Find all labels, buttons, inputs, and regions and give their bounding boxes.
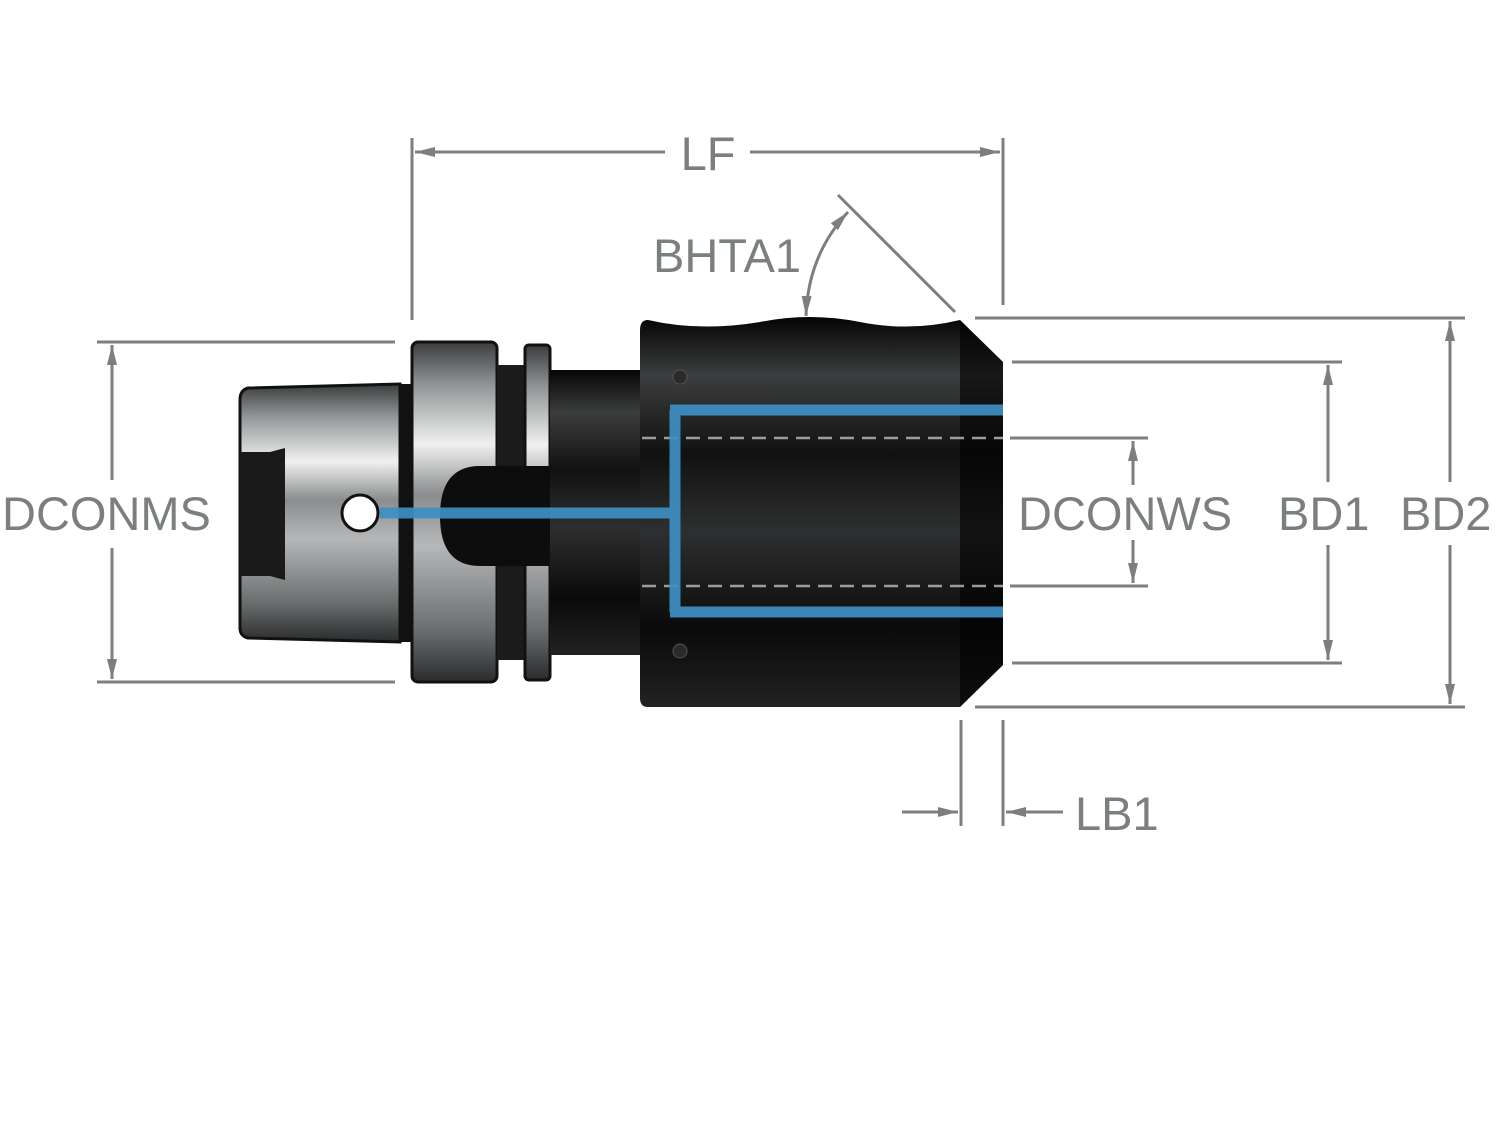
main-body xyxy=(640,317,1003,707)
dimension-dconms: DCONMS xyxy=(2,340,395,684)
coolant-hole xyxy=(340,493,380,533)
screw-icon xyxy=(672,643,688,659)
dimension-lf: LF xyxy=(410,127,1005,320)
label-dconms: DCONMS xyxy=(2,487,211,540)
dimension-bd1: BD1 xyxy=(1012,360,1369,665)
label-bhta1: BHTA1 xyxy=(653,229,801,282)
label-bd1: BD1 xyxy=(1278,487,1369,540)
dimension-lb1: LB1 xyxy=(902,720,1159,840)
label-bd2: BD2 xyxy=(1400,487,1491,540)
screw-icon xyxy=(672,369,688,385)
dimension-bhta1: BHTA1 xyxy=(653,193,957,317)
dimension-bd2: BD2 xyxy=(975,316,1491,709)
coolant-channel xyxy=(380,404,1003,618)
label-lf: LF xyxy=(681,127,736,180)
label-lb1: LB1 xyxy=(1075,787,1159,840)
dimension-dconws: DCONWS xyxy=(1010,436,1232,588)
label-dconws: DCONWS xyxy=(1018,487,1232,540)
drive-slot xyxy=(240,448,285,580)
